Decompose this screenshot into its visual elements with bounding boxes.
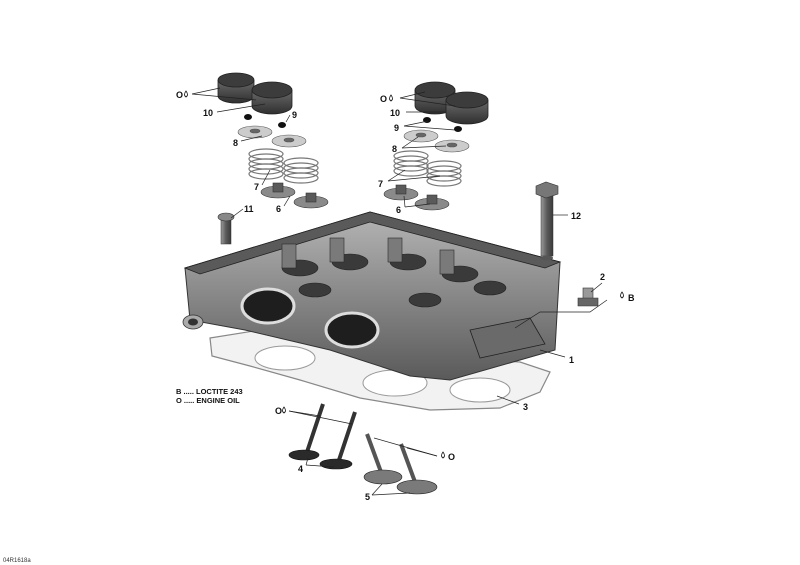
- valve-keeper: [244, 114, 286, 128]
- legend-loctite: B ..... LOCTITE 243: [176, 387, 243, 396]
- valve-kit-left-group: [217, 72, 329, 209]
- tappet-bucket: [251, 81, 293, 115]
- valve-stem-seal: [260, 182, 329, 209]
- oil-drop-icon: [282, 406, 286, 414]
- callout-4: 4: [298, 464, 303, 474]
- exhaust-valve: [363, 433, 403, 485]
- cylinder-head: [182, 211, 562, 381]
- tappet-bucket: [217, 72, 255, 104]
- valve-spring: [248, 148, 319, 184]
- callout-3: 3: [523, 402, 528, 412]
- intake-valve: [319, 411, 357, 470]
- oil-drop-icons: [184, 90, 624, 459]
- callout-symbol-oil: O: [176, 90, 183, 100]
- callout-10: 10: [203, 108, 213, 118]
- callout-7: 7: [254, 182, 259, 192]
- spring-retainer: [237, 125, 307, 148]
- callout-symbol-oil: O: [275, 406, 282, 416]
- callout-1: 1: [569, 355, 574, 365]
- callout-12: 12: [571, 211, 581, 221]
- callout-2: 2: [600, 272, 605, 282]
- callout-5: 5: [365, 492, 370, 502]
- spring-retainer: [403, 129, 470, 153]
- valve-spring: [393, 150, 462, 187]
- callout-11: 11: [244, 204, 254, 214]
- callout-8: 8: [233, 138, 238, 148]
- callout-labels: O 10 9 8 7 6 11 O 10 9 8 7 6 12 2 B 1 3 …: [176, 90, 635, 502]
- oil-drop-icon: [389, 94, 393, 102]
- tappet-bucket: [414, 81, 456, 115]
- callout-7: 7: [378, 179, 383, 189]
- exhaust-valve: [396, 443, 438, 495]
- callout-6: 6: [396, 205, 401, 215]
- callout-10: 10: [390, 108, 400, 118]
- cylinder-head-gasket: [209, 329, 551, 411]
- callout-symbol-oil: O: [380, 94, 387, 104]
- callout-8: 8: [392, 144, 397, 154]
- reference-code: 04R1618a: [3, 558, 31, 564]
- leader-lines: [191, 87, 608, 496]
- tappet-bucket: [445, 91, 489, 125]
- callout-9: 9: [394, 123, 399, 133]
- valve-stem-seal: [383, 184, 450, 211]
- head-bolt-long: [535, 181, 559, 261]
- head-bolt-short: [217, 212, 235, 245]
- oil-drop-icon: [184, 90, 188, 98]
- legend-engine-oil: O ..... ENGINE OIL: [176, 396, 240, 405]
- callout-symbol-oil: O: [448, 452, 455, 462]
- legend: B ..... LOCTITE 243 O ..... ENGINE OIL: [176, 387, 243, 405]
- valve-kit-right-group: [383, 81, 489, 211]
- callout-symbol-loctite: B: [628, 293, 635, 303]
- plug-screw: [577, 287, 599, 307]
- intake-valve: [288, 403, 325, 461]
- callout-6: 6: [276, 204, 281, 214]
- callout-9: 9: [292, 110, 297, 120]
- oil-drop-icon: [441, 451, 445, 459]
- oil-drop-icon: [620, 291, 624, 299]
